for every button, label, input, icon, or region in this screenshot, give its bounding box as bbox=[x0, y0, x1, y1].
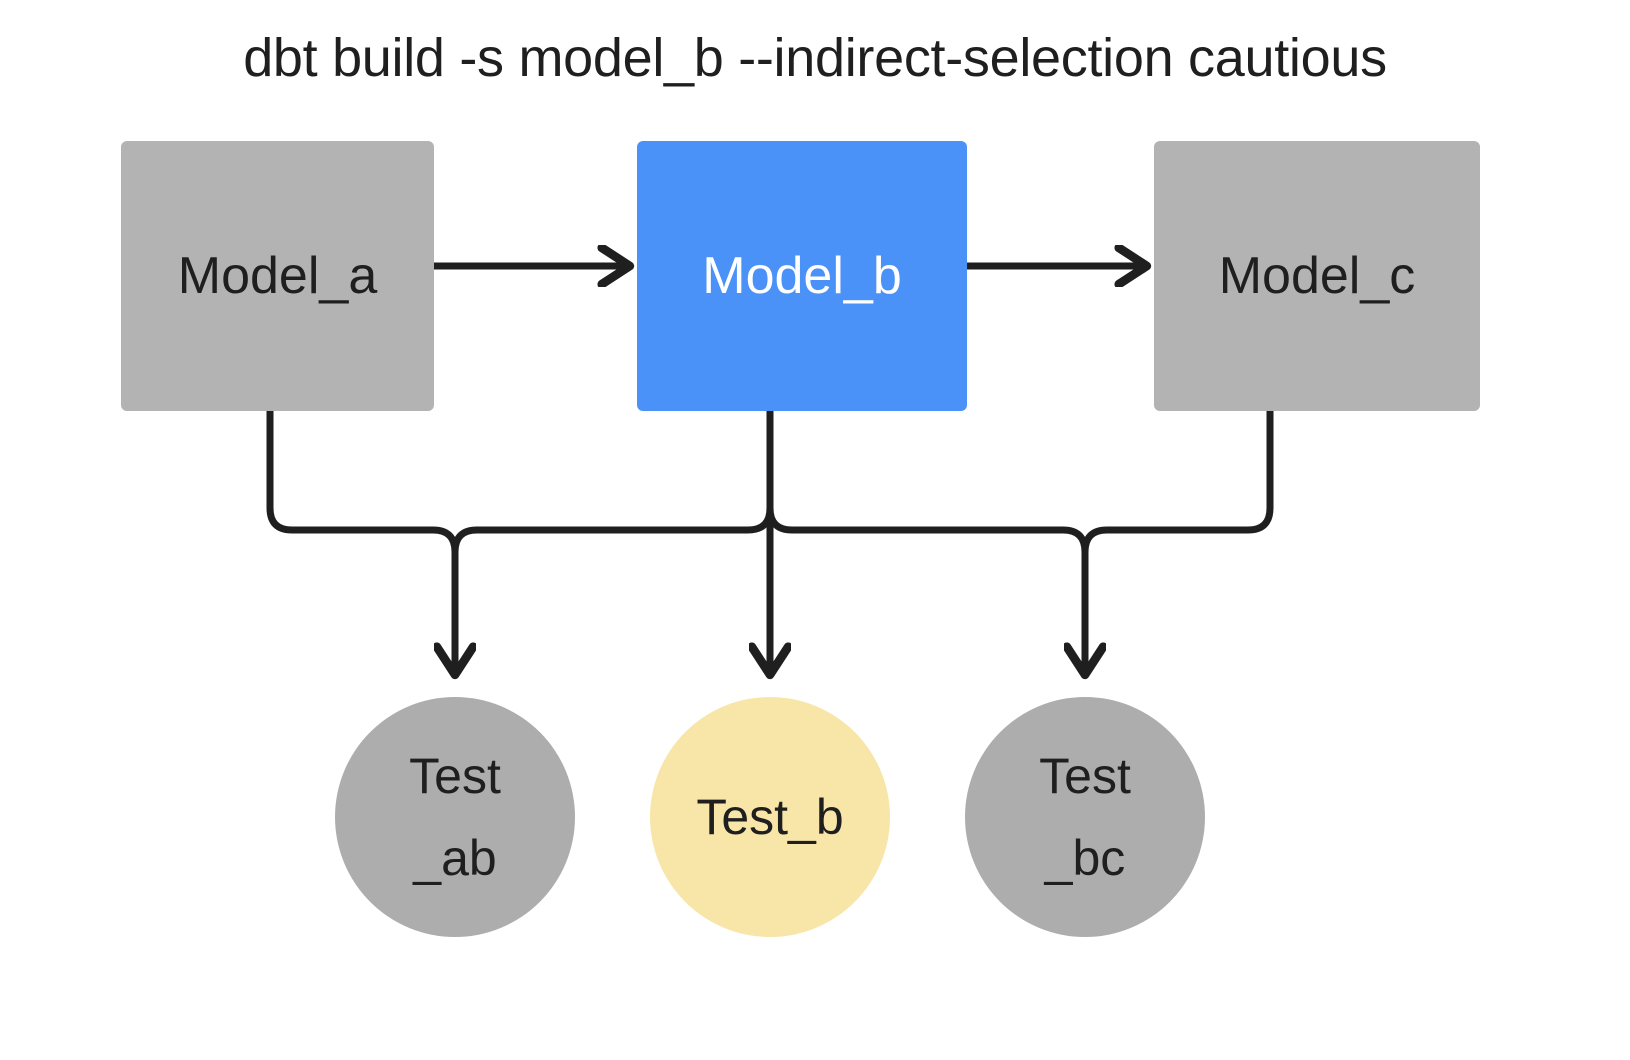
node-model-a[interactable]: Model_a bbox=[121, 141, 434, 411]
node-model-b-label: Model_b bbox=[702, 247, 902, 305]
node-model-a-label: Model_a bbox=[177, 247, 378, 305]
diagram-title: dbt build -s model_b --indirect-selectio… bbox=[243, 28, 1387, 88]
node-model-c[interactable]: Model_c bbox=[1154, 141, 1480, 411]
node-test-b[interactable]: Test_b bbox=[650, 697, 890, 937]
node-test-b-label: Test_b bbox=[696, 789, 844, 845]
node-test-bc[interactable]: Test _bc bbox=[965, 697, 1205, 937]
node-test-bc-label: Test _bc bbox=[1039, 748, 1131, 886]
edge-model-b-to-test-ab bbox=[451, 407, 774, 676]
node-test-ab[interactable]: Test _ab bbox=[335, 697, 575, 937]
edge-model-b-to-test-bc bbox=[766, 407, 1085, 672]
edge-model-c-to-test-bc bbox=[1081, 407, 1274, 676]
node-model-c-label: Model_c bbox=[1218, 247, 1416, 305]
node-model-b[interactable]: Model_b bbox=[637, 141, 967, 411]
node-test-ab-label: Test _ab bbox=[409, 748, 501, 886]
edge-model-a-to-test-ab bbox=[266, 407, 455, 672]
